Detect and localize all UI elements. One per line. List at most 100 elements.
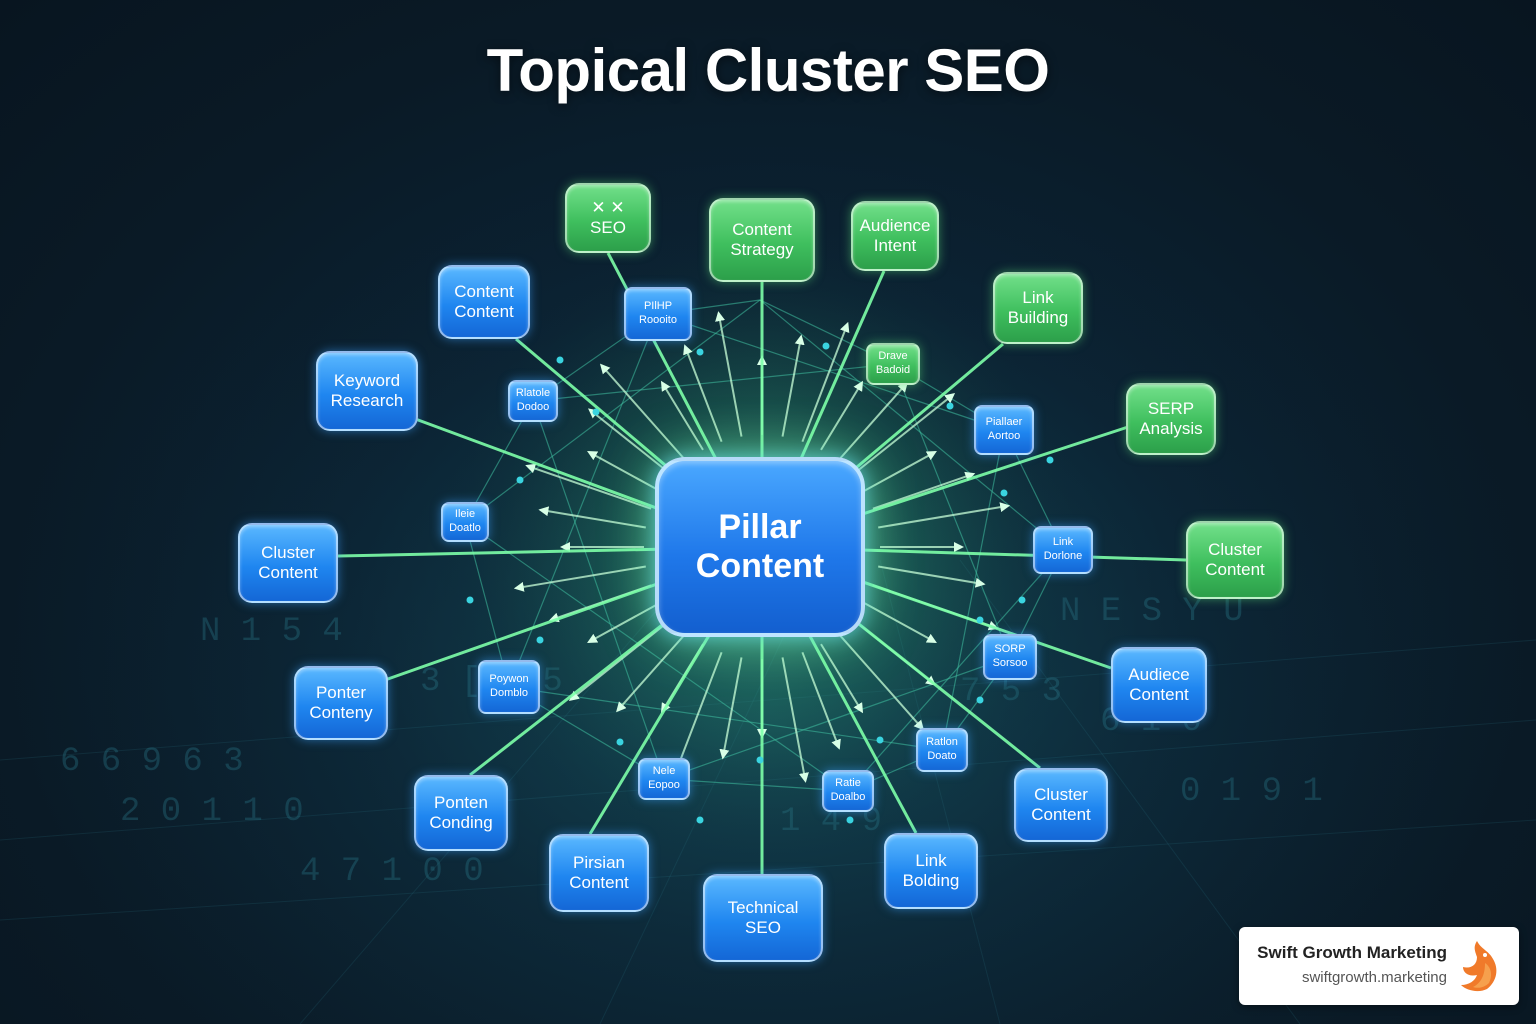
ray-arrow-11 [674,651,723,773]
mesh-dot-15 [696,816,704,824]
inner-node-rlatole[interactable]: Rlatole Dodoo [508,380,558,422]
node-ponten-conding[interactable]: Ponten Conding [414,775,508,851]
node-cluster-content-left[interactable]: Cluster Content [238,523,338,603]
inner-node-ileie[interactable]: Ileie Doatlo [441,502,489,542]
inner-label-line1: Drave [878,350,908,363]
node-label-line1: Audiece [1128,665,1190,685]
mesh-dot-16 [846,816,854,824]
node-label-line1: Content [732,220,792,240]
node-link-building-top[interactable]: Link Building [993,272,1083,344]
inner-label-line2: Dodoo [516,401,550,413]
node-ponter-conteny[interactable]: Ponter Conteny [294,666,388,740]
mesh-link-8-1 [532,400,665,780]
mesh-dot-12 [556,356,564,364]
brand-name: Swift Growth Marketing [1257,943,1447,962]
node-label-line2: Intent [873,236,917,255]
ray-arrow-21 [587,451,661,492]
ray-arrow-32 [851,393,956,476]
inner-node-ratlon[interactable]: Ratlon Doato [916,728,968,772]
brand-url: swiftgrowth.marketing [1301,969,1447,986]
inner-node-nele[interactable]: Nele Eopoo [638,758,690,800]
inner-label-line1: Ratlon [926,736,958,749]
inner-label-line1: Poywon [489,673,529,686]
inner-node-poywon[interactable]: Poywon Domblo [478,660,540,714]
node-label-line2: Strategy [730,240,794,259]
node-serp-analysis[interactable]: SERP Analysis [1126,383,1216,455]
node-label-line2: Building [1007,308,1069,327]
inner-node-pilhp[interactable]: PIlHP Roooito [624,287,692,341]
ray-arrow-17 [513,565,646,592]
node-cluster-content-bottom-right[interactable]: Cluster Content [1014,768,1108,842]
node-label-line2: Content [569,873,629,892]
mesh-dot-14 [1046,456,1054,464]
mesh-link-9-0 [464,521,510,688]
node-label-line2: Content [1205,560,1265,579]
node-cluster-content-right[interactable]: Cluster Content [1186,521,1284,599]
mesh-dot-2 [822,342,830,350]
mesh-link-6-1 [508,686,943,751]
node-label-line2: Research [330,391,404,410]
node-content-content[interactable]: Content Content [438,265,530,339]
inner-label-line1: PIlHP [643,300,673,313]
pillar-content-node[interactable]: Pillar Content [655,457,865,637]
mesh-dot-3 [946,402,954,410]
ray-arrow-8 [781,657,809,783]
ray-arrow-15 [587,602,661,643]
inner-label-line1: SORP [994,643,1026,656]
ray-arrow-1 [878,565,986,588]
node-label-line1: Audience [859,216,931,236]
node-seo[interactable]: ✕ ✕ SEO [565,183,651,253]
mesh-dot-7 [876,736,884,744]
node-keyword-research[interactable]: Keyword Research [316,351,418,431]
node-label-line2: Conteny [309,703,373,722]
ray-arrow-28 [781,334,805,437]
mesh-dot-10 [536,636,544,644]
inner-label-line2: Aortoo [987,430,1021,442]
inner-label-line2: Eopoo [648,779,680,791]
inner-label-line1: Link [1052,536,1074,549]
node-audience-intent[interactable]: Audience Intent [851,201,939,271]
inner-label-line2: Domblo [490,687,528,699]
ray-arrow-25 [683,344,723,443]
inner-label-line2: Doatlo [449,522,481,534]
ray-arrow-33 [863,451,937,492]
mesh-dot-6 [976,696,984,704]
mesh-dot-11 [516,476,524,484]
mesh-dot-13 [466,596,474,604]
node-pirsian-content[interactable]: Pirsian Content [549,834,649,912]
node-label-line1: Technical [727,898,799,918]
branding-badge: Swift Growth Marketing swiftgrowth.marke… [1239,927,1519,1005]
ray-arrow-19 [538,506,646,529]
node-content-strategy[interactable]: Content Strategy [709,198,815,282]
node-label-line1: Content [454,282,514,302]
node-audience-content[interactable]: Audiece Content [1111,647,1207,723]
node-technical-seo[interactable]: Technical SEO [703,874,823,962]
mesh-link-4-1 [847,549,1064,792]
inner-node-sorp[interactable]: SORP Sorsoo [983,634,1037,680]
mesh-link-7-1 [464,521,849,792]
node-label-line1: Cluster [261,543,315,563]
ray-arrow-7 [801,651,841,750]
mesh-link-11-1 [532,363,894,402]
inner-node-ratie[interactable]: Ratie Doalbo [822,770,874,812]
inner-node-link-dorlone[interactable]: Link Dorlone [1033,526,1093,574]
ray-arrow-30 [820,380,864,451]
inner-label-line1: Rlatole [515,387,551,400]
ray-arrow-6 [820,643,864,714]
inner-label-line1: Ratie [835,777,861,790]
mesh-dot-8 [756,756,764,764]
inner-node-drave[interactable]: Drave Badoid [866,343,920,385]
inner-label-line2: Dorlone [1043,550,1083,562]
node-label-line2: Conding [429,813,493,832]
node-link-building-bottom[interactable]: Link Bolding [884,833,978,909]
node-label-line1: Ponten [434,793,488,813]
ray-arrow-23 [599,363,687,462]
mesh-dot-17 [976,616,984,624]
inner-label-line1: Ileie [454,508,476,521]
inner-label-line2: Sorsoo [992,657,1028,669]
inner-label-line1: Piallaer [985,416,1023,429]
inner-node-pillaer[interactable]: Piallaer Aortoo [974,405,1034,455]
node-label-line2: Content [258,563,318,582]
node-label-line1: Pirsian [573,853,625,873]
node-label-line1: Link [915,851,947,871]
